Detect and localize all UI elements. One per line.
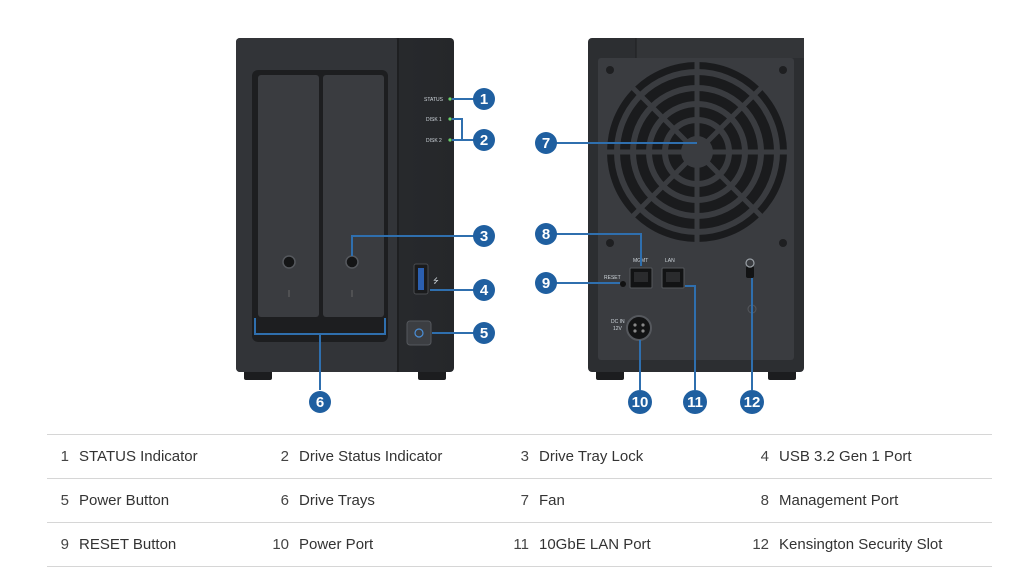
svg-text:4: 4: [480, 282, 489, 299]
fan: [607, 62, 787, 242]
lock-icon: [745, 258, 755, 268]
svg-text:11: 11: [687, 394, 703, 411]
svg-text:9: 9: [542, 275, 550, 292]
callout-6: 6: [309, 391, 331, 413]
callout-7: 7: [535, 132, 557, 154]
callout-4: 4: [473, 279, 495, 301]
power-icon: [414, 328, 424, 338]
rear-unit: RESET MGMT LAN DC IN 12V: [588, 38, 804, 380]
drive-tray-2[interactable]: [323, 75, 384, 317]
callout-8: 8: [535, 223, 557, 245]
callout-9: 9: [535, 272, 557, 294]
power-button[interactable]: [406, 320, 432, 346]
drive-tray-1[interactable]: [258, 75, 319, 317]
leader-lines: [254, 98, 753, 390]
power-port[interactable]: [626, 315, 652, 341]
svg-text:6: 6: [316, 394, 324, 411]
dc-in-label: DC IN: [611, 319, 625, 325]
front-unit: STATUS DISK 1 DISK 2 ⭍: [236, 38, 454, 380]
reset-label: RESET: [604, 275, 621, 281]
reset-button[interactable]: [620, 281, 626, 287]
svg-text:5: 5: [480, 325, 488, 342]
callout-5: 5: [473, 322, 495, 344]
svg-text:12: 12: [744, 394, 761, 411]
svg-text:8: 8: [542, 226, 550, 243]
dc-volt-label: 12V: [613, 326, 623, 332]
disk1-led: [448, 117, 452, 121]
disk2-led: [448, 138, 452, 142]
callout-11: 11: [683, 390, 707, 414]
callout-3: 3: [473, 225, 495, 247]
status-led: [448, 97, 452, 101]
disk1-led-label: DISK 1: [426, 117, 442, 123]
callout-12: 12: [740, 390, 764, 414]
disk2-led-label: DISK 2: [426, 138, 442, 144]
usb-icon: ⭍: [433, 277, 439, 285]
svg-text:3: 3: [480, 228, 488, 245]
callout-2: 2: [473, 129, 495, 151]
svg-text:10: 10: [632, 394, 649, 411]
lan-label: LAN: [665, 258, 675, 264]
callout-10: 10: [628, 390, 652, 414]
kensington-slot[interactable]: [746, 266, 754, 278]
drive-tray-lock-2[interactable]: [345, 255, 359, 269]
callout-1: 1: [473, 88, 495, 110]
drive-tray-lock-1[interactable]: [282, 255, 296, 269]
svg-text:2: 2: [480, 132, 488, 149]
nas-diagram: STATUS DISK 1 DISK 2 ⭍: [236, 38, 804, 414]
svg-text:1: 1: [480, 91, 488, 108]
svg-text:7: 7: [542, 135, 550, 152]
status-led-label: STATUS: [424, 97, 444, 103]
